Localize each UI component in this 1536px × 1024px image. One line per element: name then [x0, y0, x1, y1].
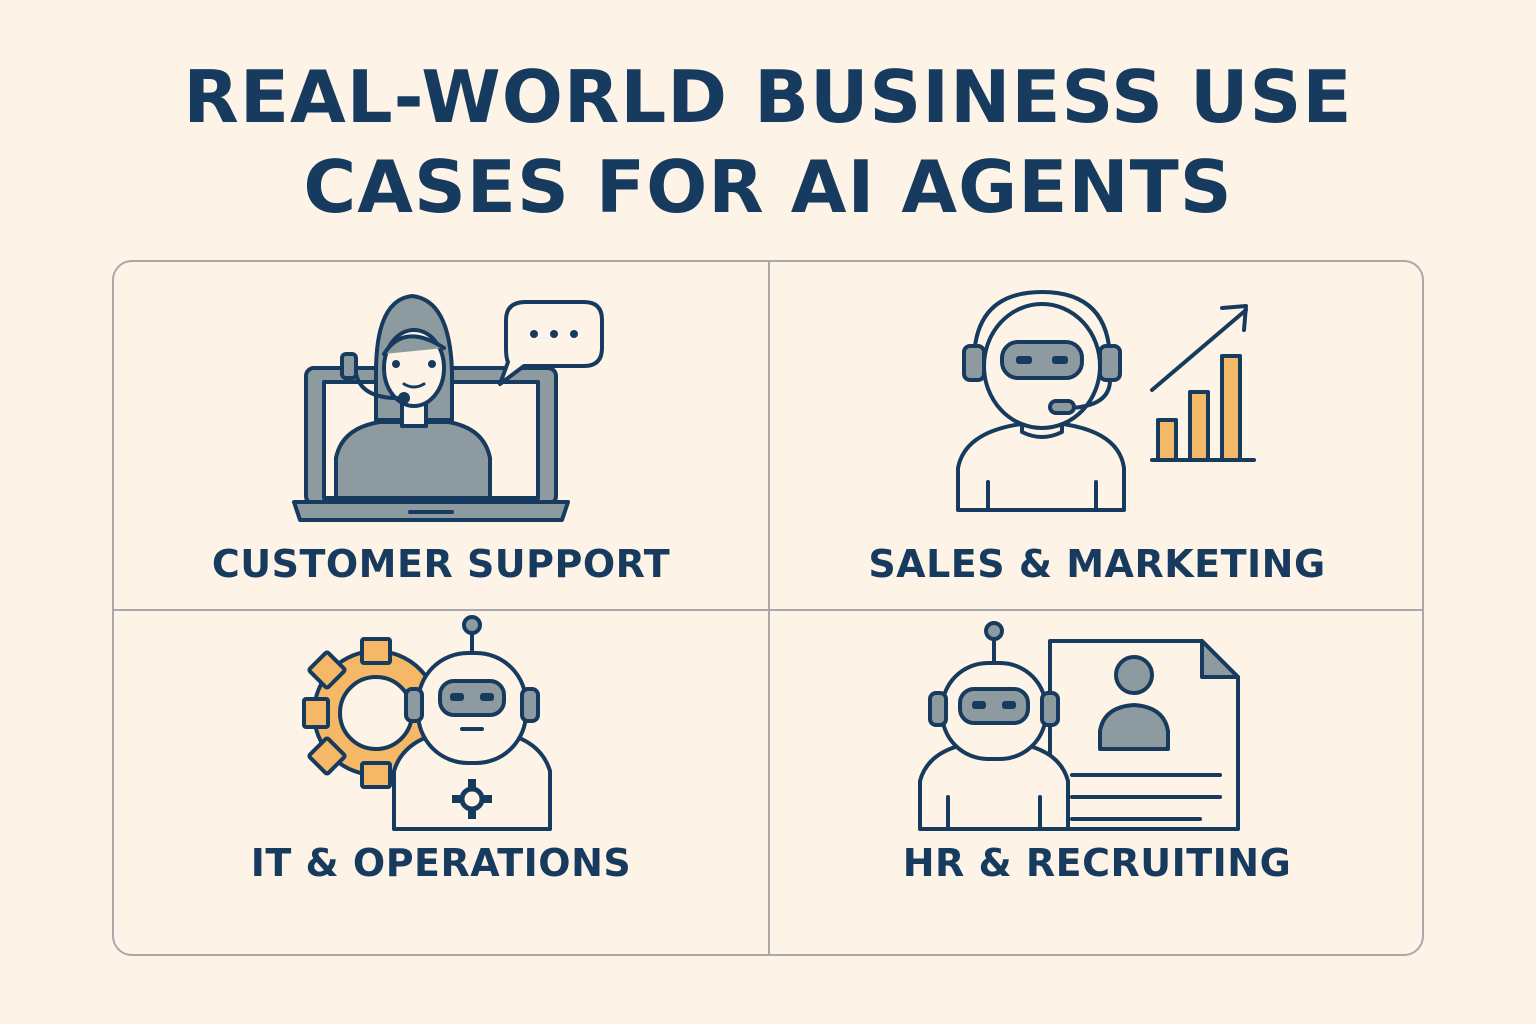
card-label-sales-marketing: SALES & MARKETING — [868, 542, 1326, 586]
card-it-operations: IT & OPERATIONS — [114, 611, 768, 954]
use-case-grid: CUSTOMER SUPPORT — [112, 260, 1424, 956]
card-hr-recruiting: HR & RECRUITING — [770, 611, 1422, 954]
page-title: REAL-WORLD BUSINESS USE CASES FOR AI AGE… — [0, 52, 1536, 232]
card-label-customer-support: CUSTOMER SUPPORT — [211, 542, 671, 586]
grid-divider-vertical — [768, 262, 770, 954]
card-label-hr-recruiting: HR & RECRUITING — [902, 841, 1292, 885]
page-title-line-2: CASES FOR AI AGENTS — [303, 145, 1233, 229]
robot-gear-icon — [302, 615, 552, 831]
card-label-it-operations: IT & OPERATIONS — [250, 841, 632, 885]
card-customer-support: CUSTOMER SUPPORT — [114, 262, 768, 609]
robot-headset-growth-chart-icon — [956, 290, 1256, 512]
card-sales-marketing: SALES & MARKETING — [770, 262, 1422, 609]
customer-support-agent-laptop-icon — [292, 294, 604, 522]
page-title-line-1: REAL-WORLD BUSINESS USE — [183, 55, 1353, 139]
robot-resume-icon — [918, 621, 1240, 831]
grid-divider-horizontal — [114, 609, 1422, 611]
